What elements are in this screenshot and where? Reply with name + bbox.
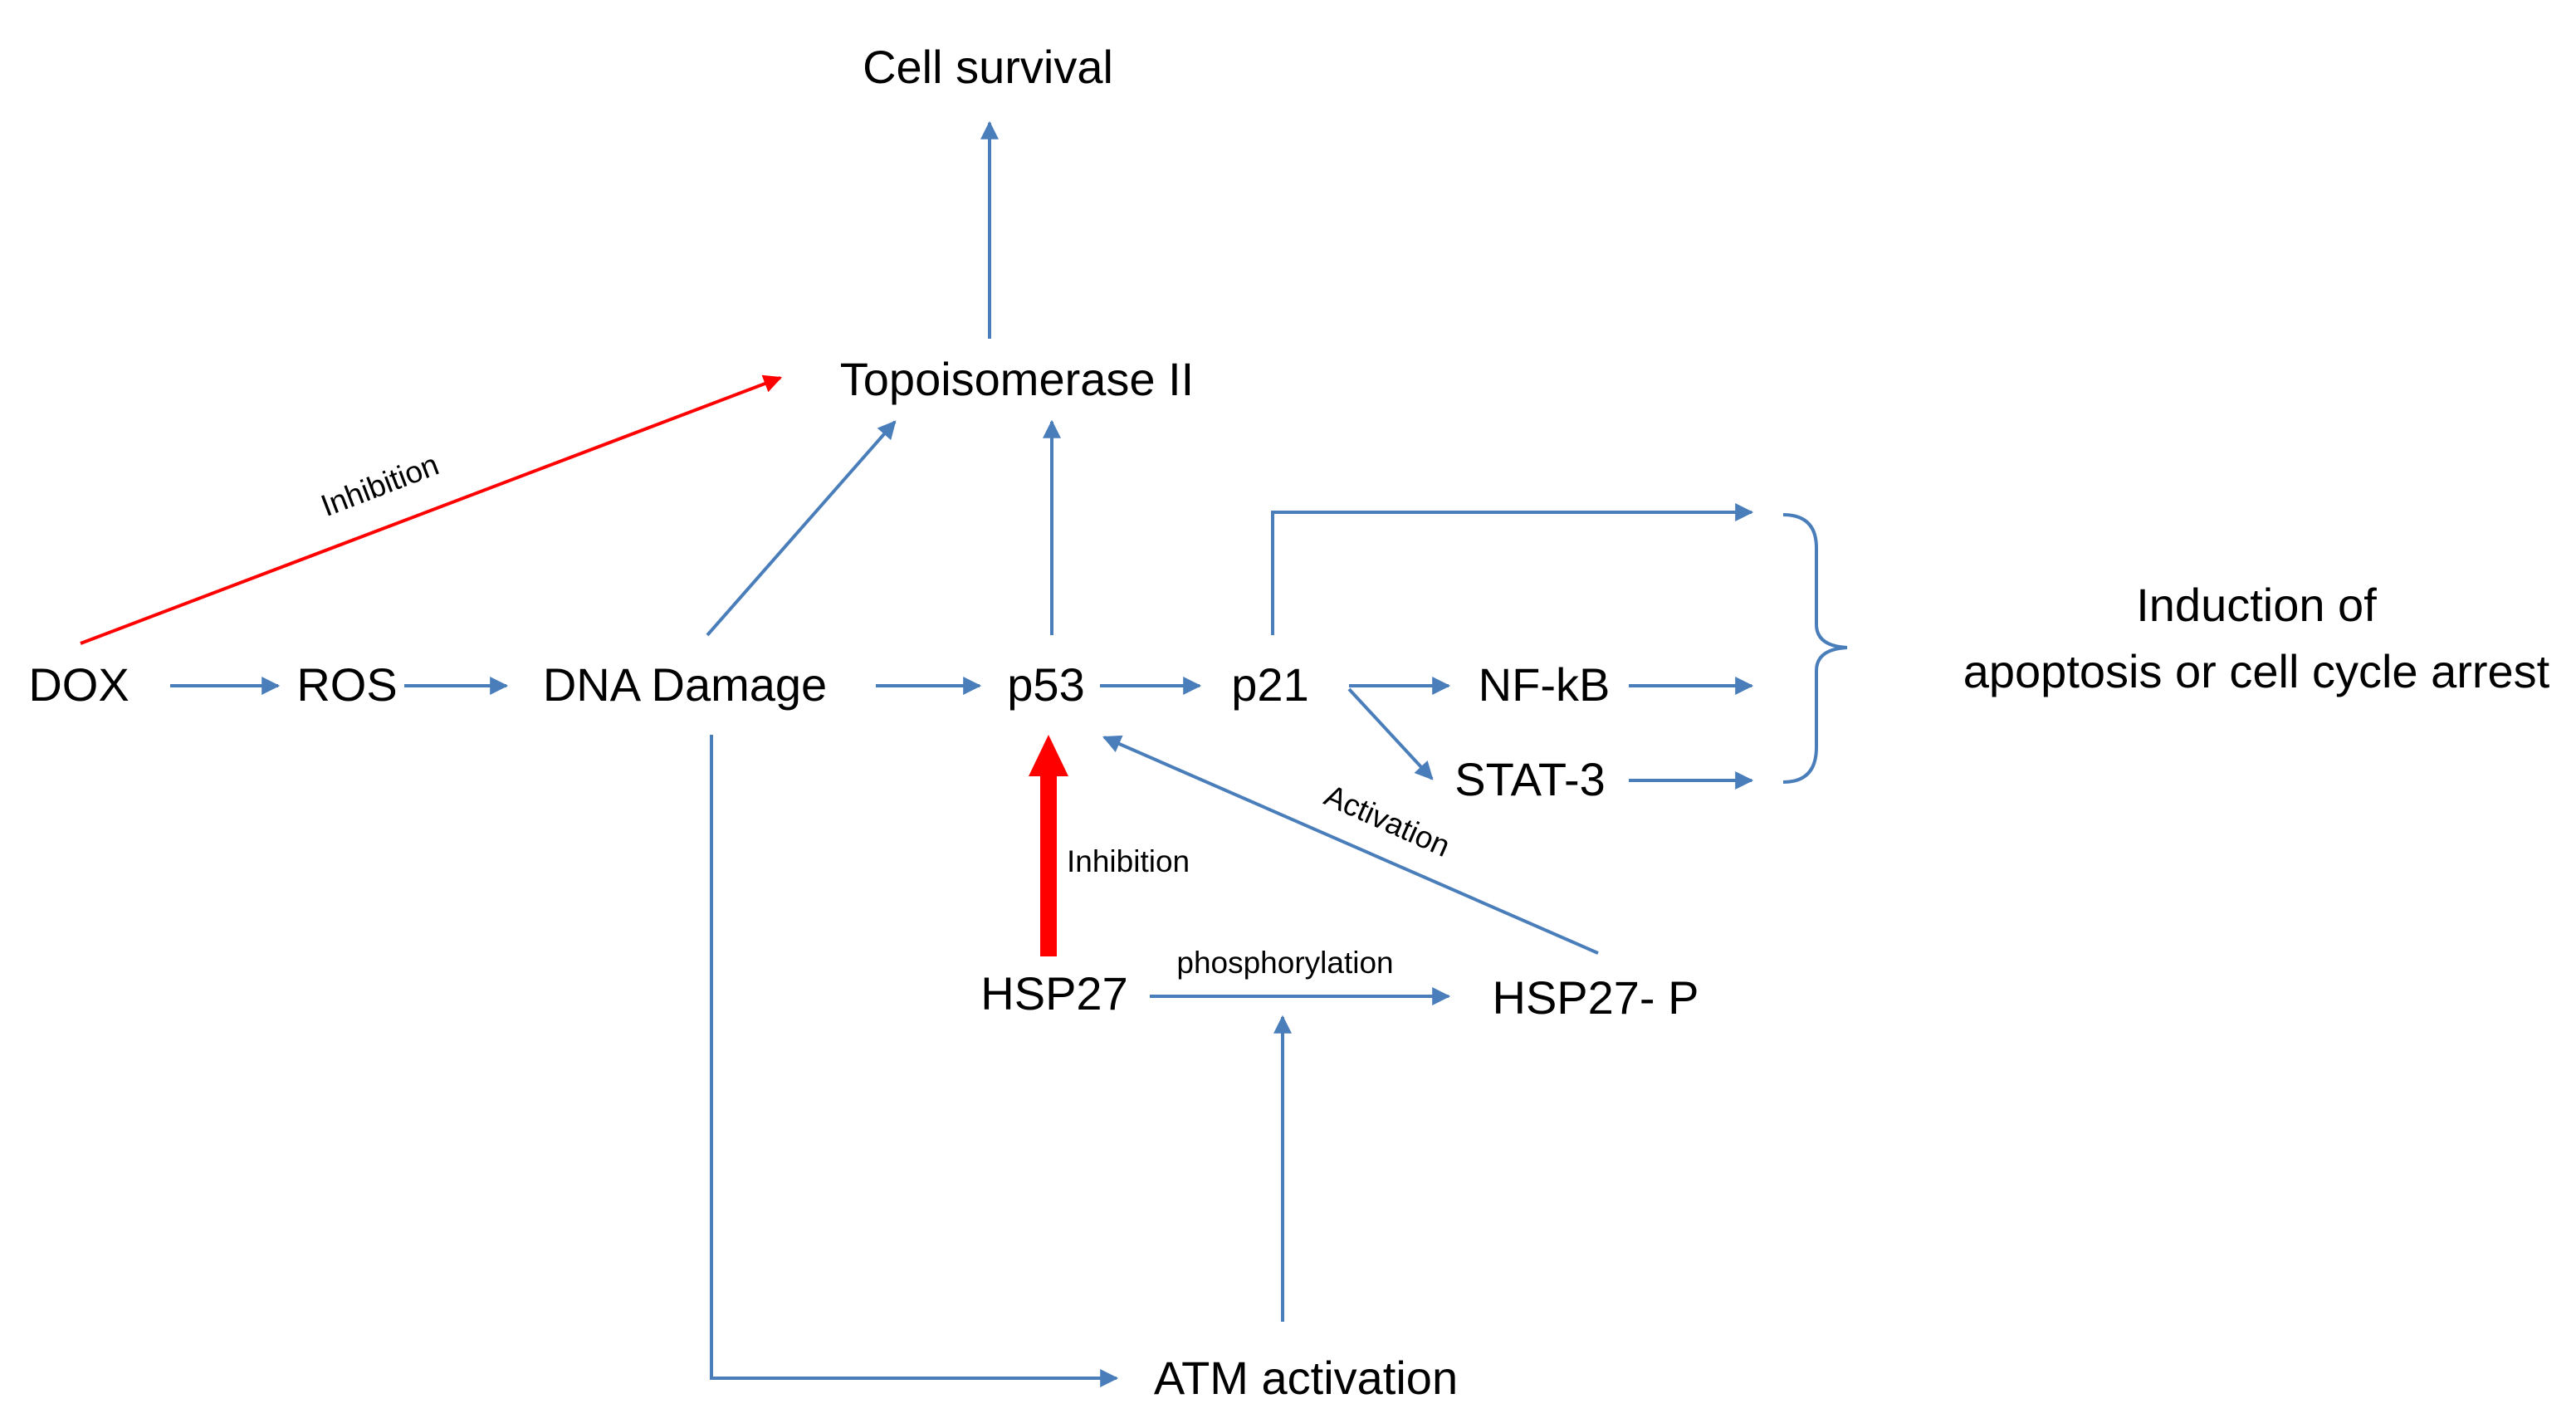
arrow-dox-inhibits-topo xyxy=(80,374,783,645)
node-outcome-line1: Induction of xyxy=(2136,579,2377,631)
node-topoisomerase-ii: Topoisomerase II xyxy=(840,353,1194,405)
node-hsp27: HSP27 xyxy=(980,967,1127,1020)
node-p53: p53 xyxy=(1007,658,1084,711)
arrow-p21-to-stat3 xyxy=(1347,687,1434,780)
arrow-hsp27-inhibits-p53-shaft xyxy=(1040,772,1057,956)
node-stat3: STAT-3 xyxy=(1454,753,1606,805)
node-dna-damage: DNA Damage xyxy=(543,658,827,711)
node-cell-survival: Cell survival xyxy=(863,41,1113,93)
arrow-hsp27-inhibits-p53-head xyxy=(1029,735,1068,776)
node-outcome-line2: apoptosis or cell cycle arrest xyxy=(1963,645,2550,697)
arrow-p21-to-outcome xyxy=(1271,503,1754,635)
arrow-dna-to-topo xyxy=(706,420,897,637)
arrow-dna-to-atm xyxy=(710,735,1119,1387)
arrow-hsp27p-to-p53 xyxy=(1102,735,1599,955)
outcome-bracket xyxy=(1782,513,1848,784)
node-nfkb: NF-kB xyxy=(1479,658,1611,711)
node-p21: p21 xyxy=(1231,658,1308,711)
node-hsp27-p: HSP27- P xyxy=(1493,971,1699,1024)
node-dox: DOX xyxy=(28,658,129,711)
node-atm-activation: ATM activation xyxy=(1154,1352,1458,1404)
node-ros: ROS xyxy=(296,658,397,711)
label-hsp27-inhibition: Inhibition xyxy=(1067,844,1190,878)
label-phosphorylation: phosphorylation xyxy=(1176,946,1393,980)
label-activation: Activation xyxy=(1319,778,1454,863)
